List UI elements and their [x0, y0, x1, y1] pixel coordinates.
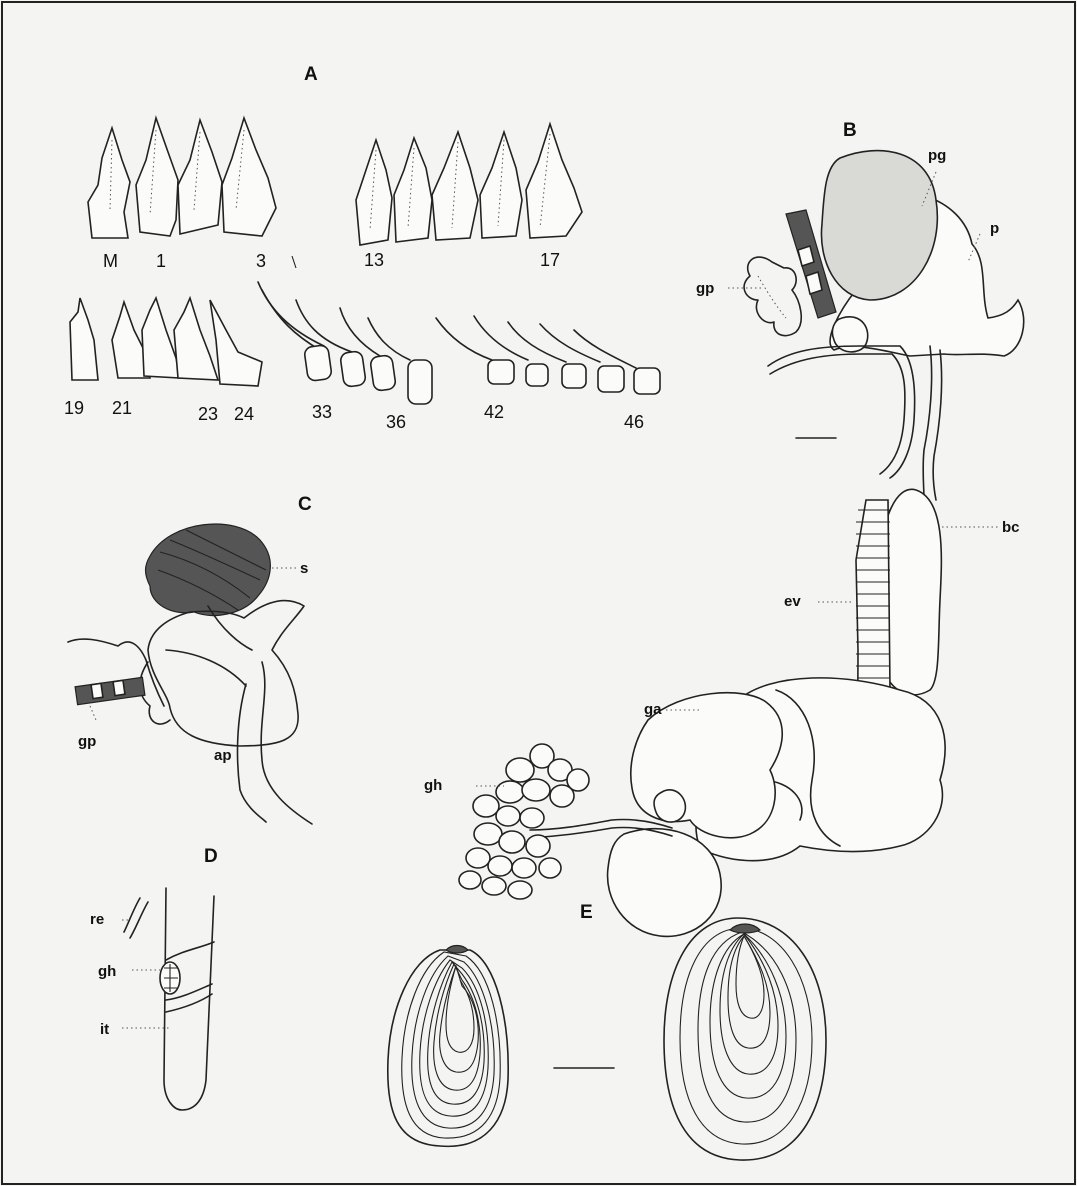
- tooth-3: [222, 118, 276, 236]
- tooth-36-base: [408, 360, 432, 404]
- tooth-1: [136, 118, 178, 236]
- tooth-label-13: 13: [364, 250, 384, 270]
- tooth-label-3: 3: [256, 251, 266, 271]
- tooth-label-33: 33: [312, 402, 332, 422]
- ovotestis: [459, 744, 589, 899]
- label-gh-d: gh: [98, 963, 116, 980]
- tooth-43-base: [526, 364, 548, 386]
- stray-mark: [292, 256, 296, 268]
- tooth-label-19: 19: [64, 398, 84, 418]
- panel-label-c: C: [298, 494, 312, 515]
- tooth-17: [526, 124, 582, 238]
- panel-label-a: A: [304, 64, 318, 85]
- label-pg: pg: [928, 147, 946, 164]
- stimulator: [146, 524, 271, 615]
- tooth-33-cusp: [258, 282, 324, 346]
- rectum: [124, 898, 148, 938]
- tooth-46-base: [634, 368, 660, 394]
- tooth-35-base: [370, 355, 397, 392]
- spermoviduct: [768, 346, 915, 478]
- label-gp-b: gp: [696, 280, 714, 297]
- tooth-44-base: [562, 364, 586, 388]
- tooth-label-21: 21: [112, 398, 132, 418]
- tooth-label-23: 23: [198, 404, 218, 424]
- tooth-label-46: 46: [624, 412, 644, 432]
- shell-left: [388, 946, 508, 1147]
- tooth-45-base: [598, 366, 624, 392]
- shell-left-apex: [446, 946, 468, 954]
- tooth-label-M: M: [103, 251, 118, 271]
- shell-right-apex: [730, 924, 760, 933]
- shell-right: [664, 918, 826, 1160]
- label-gh-b: gh: [424, 777, 442, 794]
- stylet-band-c: [75, 677, 145, 704]
- panel-label-e: E: [580, 902, 593, 923]
- label-ev: ev: [784, 593, 801, 610]
- tooth-label-1: 1: [156, 251, 166, 271]
- visceral-tip-d: [122, 888, 214, 1110]
- label-s: s: [300, 560, 308, 577]
- tooth-13: [356, 140, 392, 245]
- tooth-24: [210, 300, 262, 386]
- radula-row-2: [356, 124, 582, 245]
- tooth-33-base: [304, 344, 332, 381]
- atrium: [148, 601, 304, 746]
- radula-row-3: [70, 298, 262, 386]
- radula-row-1: [88, 118, 276, 238]
- panel-label-b: B: [843, 120, 857, 141]
- tooth-42-base: [488, 360, 514, 384]
- label-it: it: [100, 1021, 109, 1038]
- genital-organs-c: [68, 524, 312, 824]
- label-gp-c: gp: [78, 733, 96, 750]
- label-ga: ga: [644, 701, 662, 718]
- tooth-15: [432, 132, 478, 240]
- tooth-34-base: [340, 351, 367, 388]
- radula-row-5: [436, 316, 660, 394]
- tooth-19: [70, 298, 98, 380]
- tooth-label-36: 36: [386, 412, 406, 432]
- tooth-label-17: 17: [540, 250, 560, 270]
- label-re: re: [90, 911, 104, 928]
- label-bc: bc: [1002, 519, 1020, 536]
- tooth-label-24: 24: [234, 404, 254, 424]
- label-ap: ap: [214, 747, 232, 764]
- panel-label-d: D: [204, 846, 218, 867]
- genital-papilla: [744, 257, 801, 336]
- tooth-label-42: 42: [484, 402, 504, 422]
- tooth-M: [88, 128, 130, 238]
- label-p: p: [990, 220, 999, 237]
- radula-row-4: [258, 282, 432, 404]
- fertilisation-pouch: [608, 829, 722, 937]
- tooth-14: [394, 138, 432, 242]
